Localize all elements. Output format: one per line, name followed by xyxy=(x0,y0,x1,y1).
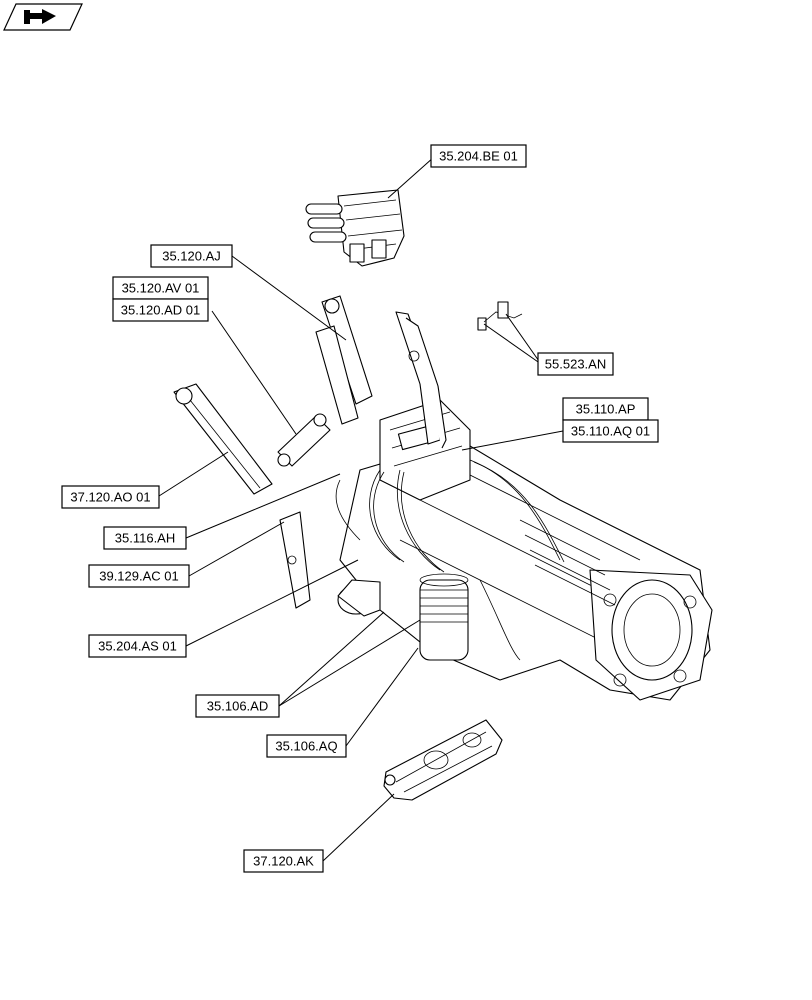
leader-lines xyxy=(158,156,564,862)
svg-text:35.204.AS 01: 35.204.AS 01 xyxy=(98,639,177,654)
hydraulic-pump xyxy=(337,579,381,617)
lift-arm-frame xyxy=(395,311,447,449)
callout-label[interactable]: 35.204.BE 01 xyxy=(430,144,527,168)
callout-label[interactable]: 37.120.AK xyxy=(243,849,324,873)
svg-text:55.523.AN: 55.523.AN xyxy=(545,357,606,372)
upper-link xyxy=(277,413,331,467)
callout-label[interactable]: 37.120.AO 01 xyxy=(61,485,160,509)
callout-label[interactable]: 35.116.AH xyxy=(103,526,187,550)
sensor-part xyxy=(477,301,523,331)
lift-cylinder xyxy=(315,295,373,425)
oil-filter xyxy=(419,573,469,661)
callout-label[interactable]: 35.110.AP xyxy=(562,397,649,421)
callout-label[interactable]: 35.106.AQ xyxy=(266,734,347,758)
svg-text:35.204.BE 01: 35.204.BE 01 xyxy=(439,149,518,164)
svg-text:35.106.AQ: 35.106.AQ xyxy=(275,739,337,754)
hydraulic-pipes xyxy=(335,459,565,661)
svg-text:35.120.AD 01: 35.120.AD 01 xyxy=(121,303,201,318)
hydraulic-cover xyxy=(379,399,471,501)
svg-text:35.110.AQ 01: 35.110.AQ 01 xyxy=(571,424,650,439)
callout-label[interactable]: 35.106.AD xyxy=(195,694,280,718)
stabilizer-bracket xyxy=(279,511,311,609)
svg-text:39.129.AC 01: 39.129.AC 01 xyxy=(99,569,179,584)
svg-text:35.110.AP: 35.110.AP xyxy=(576,402,636,417)
callout-label[interactable]: 35.204.AS 01 xyxy=(88,634,187,658)
tractor-transmission-assembly-drawing xyxy=(173,189,713,801)
lower-link-arm xyxy=(173,383,273,495)
svg-text:35.116.AH: 35.116.AH xyxy=(115,531,175,546)
callout-label[interactable]: 35.120.AD 01 xyxy=(112,298,209,322)
callout-label[interactable]: 55.523.AN xyxy=(537,352,614,376)
svg-text:35.120.AJ: 35.120.AJ xyxy=(162,249,221,264)
svg-text:37.120.AO 01: 37.120.AO 01 xyxy=(70,490,150,505)
svg-text:35.106.AD: 35.106.AD xyxy=(207,699,268,714)
callout-label[interactable]: 39.129.AC 01 xyxy=(88,564,190,588)
svg-text:35.120.AV 01: 35.120.AV 01 xyxy=(122,281,200,296)
callout-label[interactable]: 35.120.AJ xyxy=(150,244,233,268)
svg-text:37.120.AK: 37.120.AK xyxy=(253,854,314,869)
next-page-arrow-icon[interactable] xyxy=(3,3,83,31)
hitch-subassembly xyxy=(383,719,503,801)
callout-label[interactable]: 35.110.AQ 01 xyxy=(562,419,659,443)
remote-valve-block xyxy=(305,189,405,267)
callout-label[interactable]: 35.120.AV 01 xyxy=(112,276,209,300)
